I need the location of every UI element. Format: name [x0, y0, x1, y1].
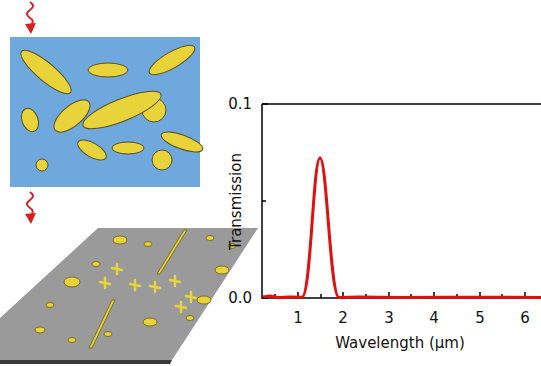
tick-label: 5 — [475, 311, 485, 326]
metasurface-plane — [0, 228, 258, 360]
random-medium — [10, 37, 200, 187]
plot-frame — [262, 104, 541, 298]
cross-atoms — [100, 264, 196, 312]
tick-label: 2 — [338, 311, 348, 326]
arrow-head — [25, 213, 36, 224]
light-arrow — [27, 2, 33, 25]
meta-atoms — [35, 230, 236, 348]
transmission-curve — [263, 158, 541, 298]
tick-label: 3 — [384, 311, 394, 326]
tick-label: 6 — [520, 311, 530, 326]
random-particles — [16, 40, 205, 171]
plane-edge — [0, 360, 172, 364]
arrow-head — [25, 23, 36, 34]
axis-title: Transmission — [229, 153, 244, 250]
tick-label: 0.1 — [228, 97, 252, 112]
tick-label: 4 — [429, 311, 439, 326]
axis-title: Wavelength (μm) — [335, 336, 465, 351]
tick-label: 0.0 — [228, 291, 252, 306]
tick-label: 1 — [293, 311, 303, 326]
light-arrow — [27, 192, 33, 215]
